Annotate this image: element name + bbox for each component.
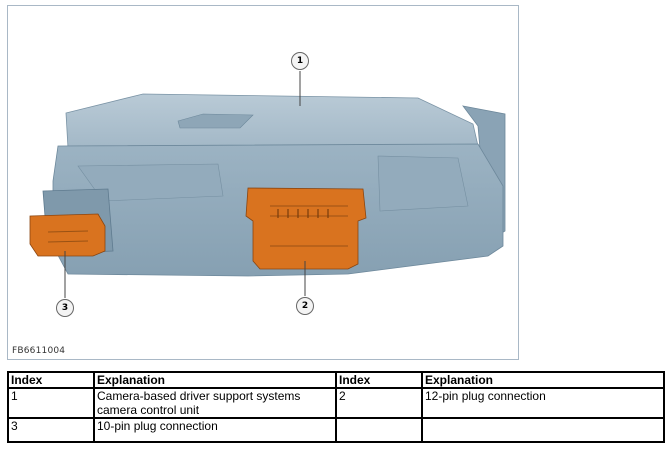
- legend-table: Index Explanation Index Explanation 1 Ca…: [7, 371, 665, 443]
- cell-index: [335, 417, 423, 443]
- control-unit-illustration: [29, 70, 506, 299]
- header-explanation-a: Explanation: [93, 371, 337, 389]
- housing-top: [65, 93, 479, 149]
- cell-index: 3: [7, 417, 95, 443]
- callout-3: 3: [56, 299, 74, 317]
- 10-pin-connector-detail: [47, 230, 89, 243]
- table-row: 1 Camera-based driver support systems ca…: [7, 387, 665, 419]
- cell-index: 2: [335, 387, 423, 419]
- callout-2: 2: [296, 297, 314, 315]
- cell-explanation: 10-pin plug connection: [93, 417, 337, 443]
- housing-recess: [177, 113, 254, 129]
- cell-explanation: Camera-based driver support systems came…: [93, 387, 337, 419]
- table-row: 3 10-pin plug connection: [7, 417, 665, 443]
- figure-code: FB6611004: [12, 346, 66, 356]
- header-explanation-b: Explanation: [421, 371, 665, 389]
- header-index-b: Index: [335, 371, 423, 389]
- 10-pin-connector: [29, 213, 106, 257]
- callout-1: 1: [291, 52, 309, 70]
- cell-explanation: 12-pin plug connection: [421, 387, 665, 419]
- cell-explanation: [421, 417, 665, 443]
- legend-header-row: Index Explanation Index Explanation: [7, 371, 665, 389]
- figure-frame: 1 2 3 FB6611004: [7, 5, 519, 360]
- 12-pin-connector-ribs: [270, 205, 348, 247]
- housing-ridge-right: [377, 155, 469, 212]
- header-index-a: Index: [7, 371, 95, 389]
- cell-index: 1: [7, 387, 95, 419]
- 12-pin-connector-pins: [277, 209, 329, 218]
- 12-pin-connector: [245, 187, 367, 270]
